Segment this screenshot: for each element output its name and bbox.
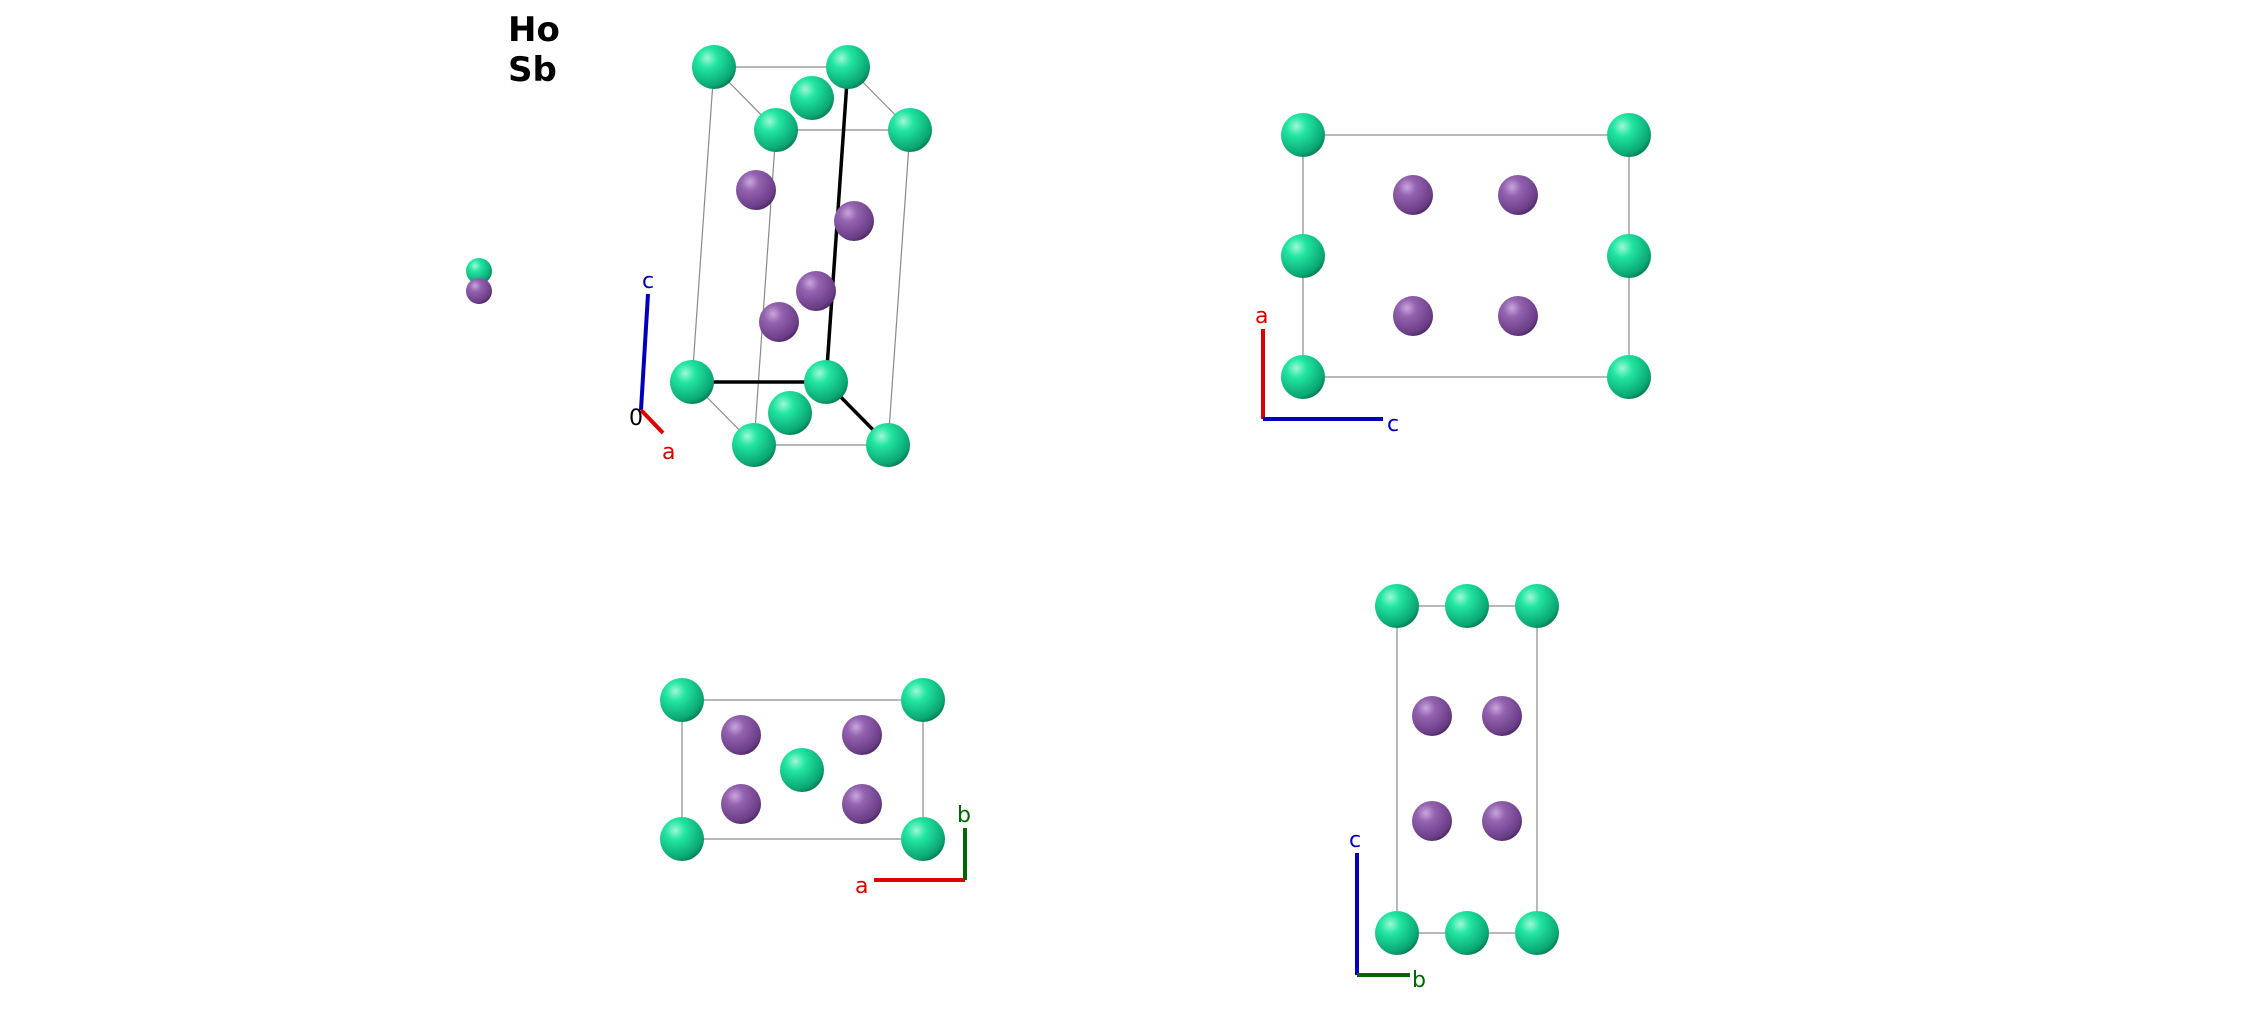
origin-label: 0 [629, 406, 643, 431]
sb-atom [1393, 296, 1433, 336]
axis-a-label: a [1255, 304, 1268, 329]
ho-atom [1515, 911, 1559, 955]
sb-atom [721, 784, 761, 824]
perspective-axis-triad: c a 0 [629, 269, 675, 465]
axis-c-label: c [1349, 828, 1361, 853]
ho-atom [732, 423, 776, 467]
sb-atom [1498, 175, 1538, 215]
legend-swatches [466, 258, 492, 304]
perspective-atoms [670, 45, 932, 467]
sb-atom [1412, 696, 1452, 736]
perspective-cell-edges [691, 66, 911, 446]
axis-c-label: c [1387, 412, 1399, 437]
view-along-c: a b [660, 678, 971, 899]
sb-atom [1482, 696, 1522, 736]
legend-ho-label: Ho [508, 10, 560, 50]
legend-sb-label: Sb [508, 50, 557, 90]
sb-atom [834, 201, 874, 241]
sb-atom [842, 715, 882, 755]
sb-atom [736, 170, 776, 210]
ho-atom [660, 678, 704, 722]
ho-atom [1445, 911, 1489, 955]
perspective-view: c a 0 [629, 45, 932, 467]
sb-atom [1482, 801, 1522, 841]
sb-atom [796, 271, 836, 311]
ho-atom [901, 678, 945, 722]
ho-atom [754, 108, 798, 152]
view-along-a: c b [1349, 584, 1559, 993]
ho-atom [901, 817, 945, 861]
axis-triad: c b [1349, 828, 1426, 993]
axis-triad: a c [1255, 304, 1399, 437]
legend-ho-swatch [466, 258, 492, 284]
axis-a-line [639, 408, 665, 435]
axis-triad: a b [855, 803, 971, 899]
cell-outline [1302, 134, 1630, 378]
view-along-b: a c [1255, 113, 1651, 437]
ho-atom [692, 45, 736, 89]
ho-atom [1515, 584, 1559, 628]
ho-atom [1281, 113, 1325, 157]
cell-outline [681, 699, 924, 840]
ho-atom [1607, 355, 1651, 399]
ho-atom [1607, 234, 1651, 278]
axis-a-label: a [662, 440, 675, 465]
ho-atom [1445, 584, 1489, 628]
ho-atom [768, 391, 812, 435]
sb-atom [1412, 801, 1452, 841]
axis-c-label: c [642, 269, 654, 294]
ho-atom [660, 817, 704, 861]
axis-b-label: b [957, 803, 971, 828]
ho-atom [1375, 911, 1419, 955]
cell-outline [1396, 605, 1538, 934]
ho-atom [780, 748, 824, 792]
sb-atom [721, 715, 761, 755]
axis-b-label: b [1412, 968, 1426, 993]
ho-atom [888, 108, 932, 152]
axis-a-label: a [855, 874, 868, 899]
sb-atom [1393, 175, 1433, 215]
ho-atom [790, 76, 834, 120]
ho-atom [804, 360, 848, 404]
ho-atom [826, 45, 870, 89]
ho-atom [1281, 355, 1325, 399]
sb-atom [842, 784, 882, 824]
ho-atom [866, 423, 910, 467]
ho-atom [670, 360, 714, 404]
ho-atom [1281, 234, 1325, 278]
sb-atom [759, 302, 799, 342]
ho-atom [1607, 113, 1651, 157]
axis-c-line [639, 293, 650, 411]
sb-atom [1498, 296, 1538, 336]
legend-sb-swatch [466, 278, 492, 304]
ho-atom [1375, 584, 1419, 628]
